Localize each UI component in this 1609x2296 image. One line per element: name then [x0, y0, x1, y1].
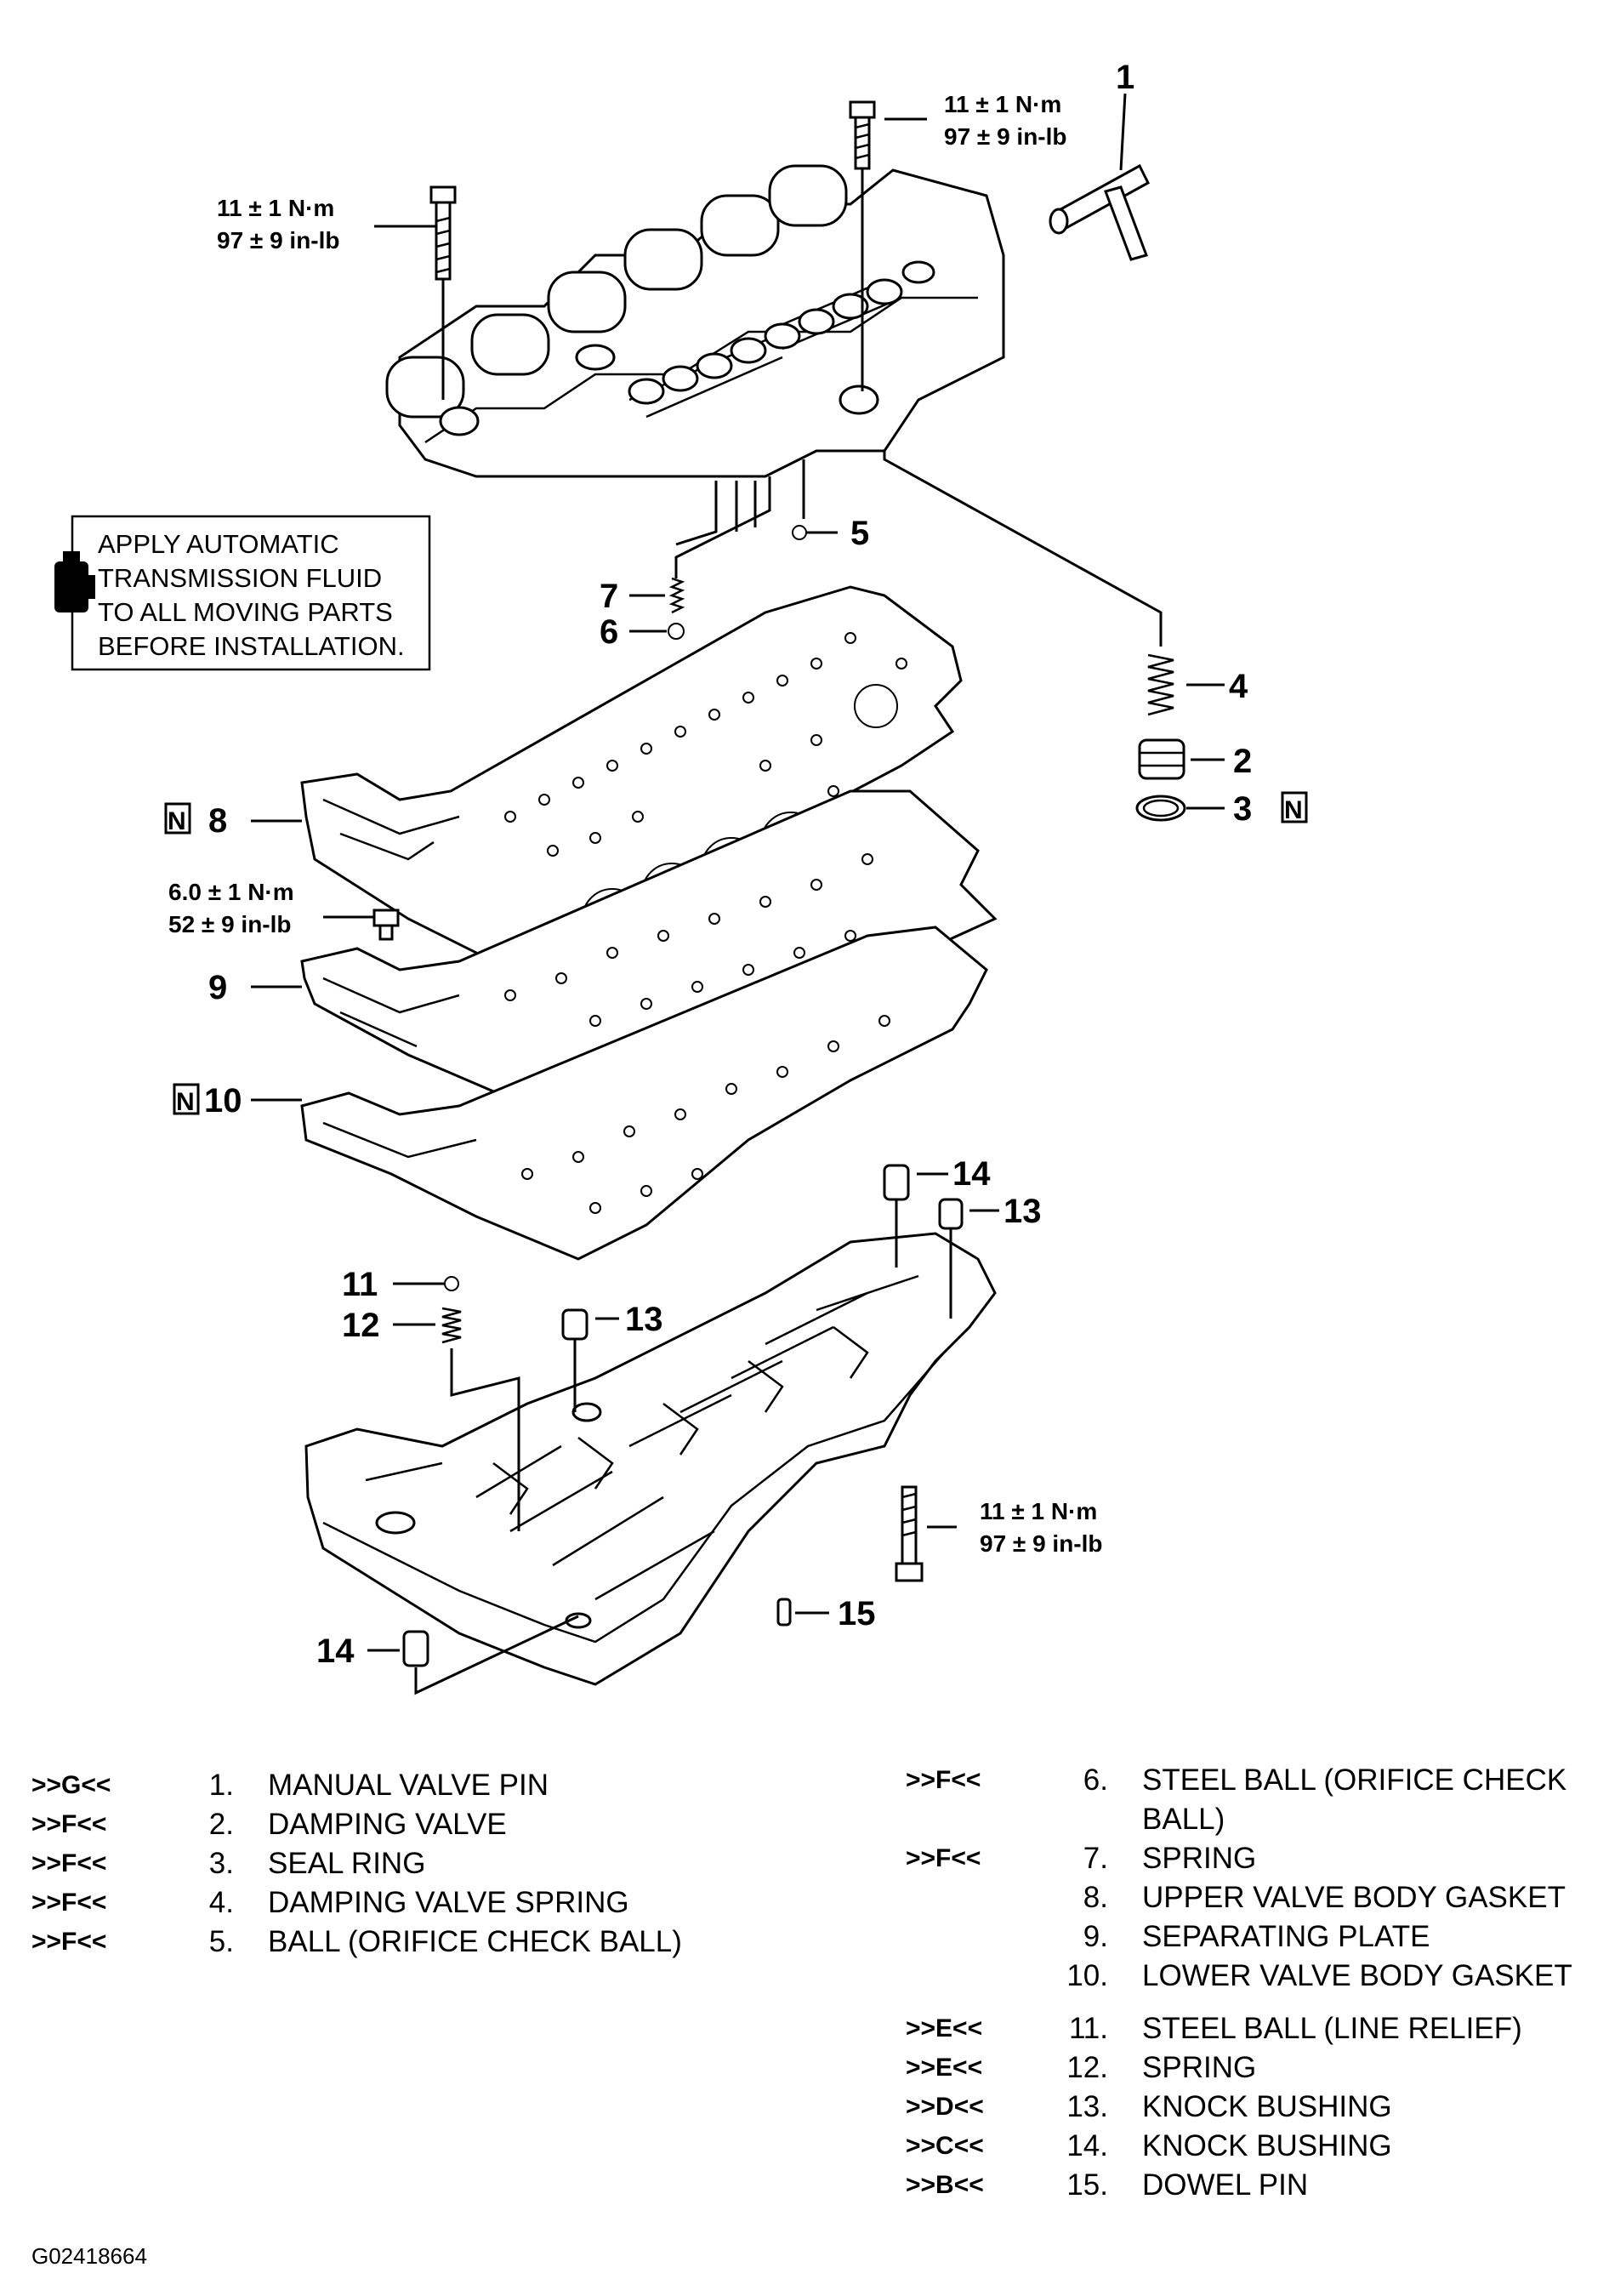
valve-spools: [439, 260, 935, 436]
callout-13b: 13: [625, 1301, 663, 1338]
callout-2: 2: [1233, 743, 1252, 780]
plate-bolt: [323, 909, 400, 941]
lower-bolt: [895, 1485, 957, 1582]
callout-1: 1: [1116, 59, 1134, 96]
note-line-4: BEFORE INSTALLATION.: [98, 631, 405, 661]
knock-bushing-13-left: [561, 1308, 619, 1412]
torque-plate-inlb: 52 ± 9 in-lb: [168, 911, 292, 937]
legend-row: >>F<<6.STEEL BALL (ORIFICE CHECK BALL): [906, 1763, 1567, 1836]
note-line-3: TO ALL MOVING PARTS: [98, 597, 393, 627]
svg-text:N: N: [1284, 796, 1303, 824]
legend-row: 8.UPPER VALVE BODY GASKET: [1083, 1881, 1566, 1914]
legend-row: >>F<<3.SEAL RING: [31, 1847, 426, 1880]
note-line-2: TRANSMISSION FLUID: [98, 563, 382, 593]
spring-12: [393, 1307, 520, 1531]
legend-row: 9.SEPARATING PLATE: [1083, 1920, 1430, 1953]
callout-13a: 13: [1003, 1193, 1042, 1230]
torque-upper-left-nm: 11 ± 1 N·m: [217, 195, 334, 221]
new-part-mark-3: N: [1281, 791, 1308, 824]
upper-bolt-right: [849, 100, 927, 391]
callout-12: 12: [342, 1307, 380, 1344]
upper-leaders: [674, 451, 1163, 647]
plate-holes: [504, 853, 873, 1027]
legend-row: 10.LOWER VALVE BODY GASKET: [1066, 1959, 1572, 1992]
torque-lower-nm: 11 ± 1 N·m: [980, 1498, 1097, 1524]
damping-valve: [1138, 738, 1225, 780]
seal-ring: [1135, 795, 1225, 822]
upper-bolt-left: [374, 185, 457, 400]
torque-lower-inlb: 97 ± 9 in-lb: [980, 1530, 1103, 1557]
legend-row: >>F<<4.DAMPING VALVE SPRING: [31, 1886, 629, 1919]
callout-4: 4: [1229, 668, 1248, 705]
dowel-pin: [776, 1598, 829, 1627]
legend-row: >>G<<1.MANUAL VALVE PIN: [31, 1769, 549, 1802]
spring-7: [668, 577, 685, 614]
steel-ball-6: [668, 623, 685, 640]
callout-6: 6: [600, 613, 618, 651]
oil-bottle-icon: [54, 551, 95, 612]
legend-row: >>F<<2.DAMPING VALVE: [31, 1808, 507, 1841]
legend-row: >>D<<13.KNOCK BUSHING: [906, 2090, 1392, 2123]
damping-valve-spring: [1147, 653, 1225, 716]
new-part-mark-10: N: [173, 1083, 200, 1116]
legend-right: >>F<<6.STEEL BALL (ORIFICE CHECK BALL) >…: [906, 1761, 1572, 2205]
legend-row: >>F<<5.BALL (ORIFICE CHECK BALL): [31, 1925, 682, 1958]
legend-row: >>F<<7.SPRING: [906, 1842, 1257, 1875]
steel-ball-line-relief: [444, 1276, 459, 1291]
legend-row: >>B<<15.DOWEL PIN: [906, 2168, 1309, 2202]
callout-14a: 14: [952, 1155, 991, 1193]
orifice-check-ball: [792, 525, 807, 540]
callout-9: 9: [208, 969, 227, 1006]
torque-upper-right-inlb: 97 ± 9 in-lb: [944, 123, 1067, 150]
upper-valve-body: [385, 164, 1005, 478]
knock-bushing-14-top: [883, 1164, 948, 1268]
lower-valve-body: [304, 1232, 997, 1686]
new-part-mark-8: N: [164, 802, 191, 835]
callout-11: 11: [342, 1266, 378, 1303]
callout-7: 7: [600, 578, 618, 615]
torque-upper-left-inlb: 97 ± 9 in-lb: [217, 227, 340, 254]
torque-plate-nm: 6.0 ± 1 N·m: [168, 879, 294, 905]
knock-bushing-14-bottom: [367, 1615, 579, 1695]
callout-3: 3: [1233, 790, 1252, 828]
torque-upper-right-nm: 11 ± 1 N·m: [944, 91, 1061, 117]
knock-bushing-13-top: [938, 1198, 999, 1319]
callout-15: 15: [838, 1595, 876, 1632]
legend-row: >>E<<12.SPRING: [906, 2051, 1257, 2084]
solenoid-cylinders: [385, 164, 848, 419]
lower-valve-body-gasket: [300, 926, 988, 1261]
legend-row: >>E<<11.STEEL BALL (LINE RELIEF): [906, 2012, 1522, 2045]
svg-text:N: N: [176, 1088, 195, 1116]
manual-valve-pin: [1049, 93, 1150, 261]
gasket-10-holes: [521, 1015, 890, 1214]
legend-row: >>C<<14.KNOCK BUSHING: [906, 2129, 1392, 2162]
callout-14b: 14: [316, 1632, 355, 1670]
gasket-8-holes: [504, 632, 907, 857]
callout-8: 8: [208, 802, 227, 840]
callout-10: 10: [204, 1082, 242, 1120]
svg-text:N: N: [168, 807, 186, 835]
callout-5: 5: [850, 515, 869, 552]
note-line-1: APPLY AUTOMATIC: [98, 529, 339, 559]
atf-note-box: APPLY AUTOMATIC TRANSMISSION FLUID TO AL…: [54, 515, 431, 671]
figure-id: G02418664: [31, 2243, 147, 2269]
legend-left: >>G<<1.MANUAL VALVE PIN >>F<<2.DAMPING V…: [31, 1766, 682, 1962]
